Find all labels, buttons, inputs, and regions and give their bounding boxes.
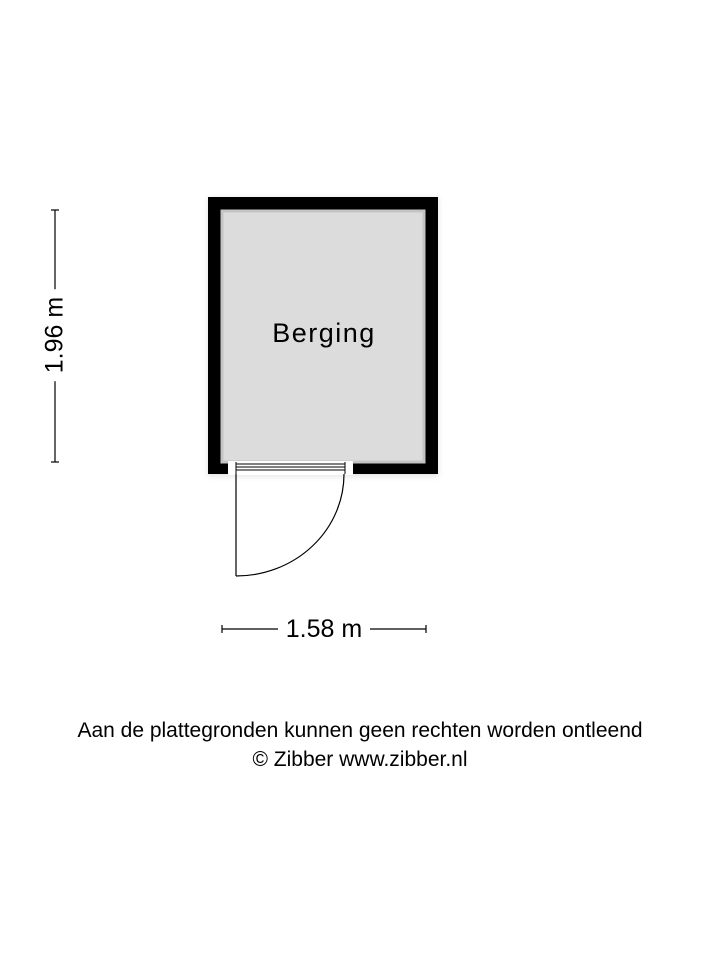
- copyright-text: © Zibber www.zibber.nl: [252, 748, 468, 771]
- door-swing-arc: [235, 473, 345, 577]
- room-label: Berging: [272, 318, 376, 348]
- door-opening: [228, 461, 353, 475]
- disclaimer-text: Aan de plattegronden kunnen geen rechten…: [77, 719, 643, 742]
- width-dimension-text: 1.58 m: [277, 615, 371, 643]
- room-berging: [222, 211, 424, 462]
- depth-dimension: 1.96 m: [40, 288, 70, 382]
- width-dimension: 1.58 m: [222, 615, 426, 644]
